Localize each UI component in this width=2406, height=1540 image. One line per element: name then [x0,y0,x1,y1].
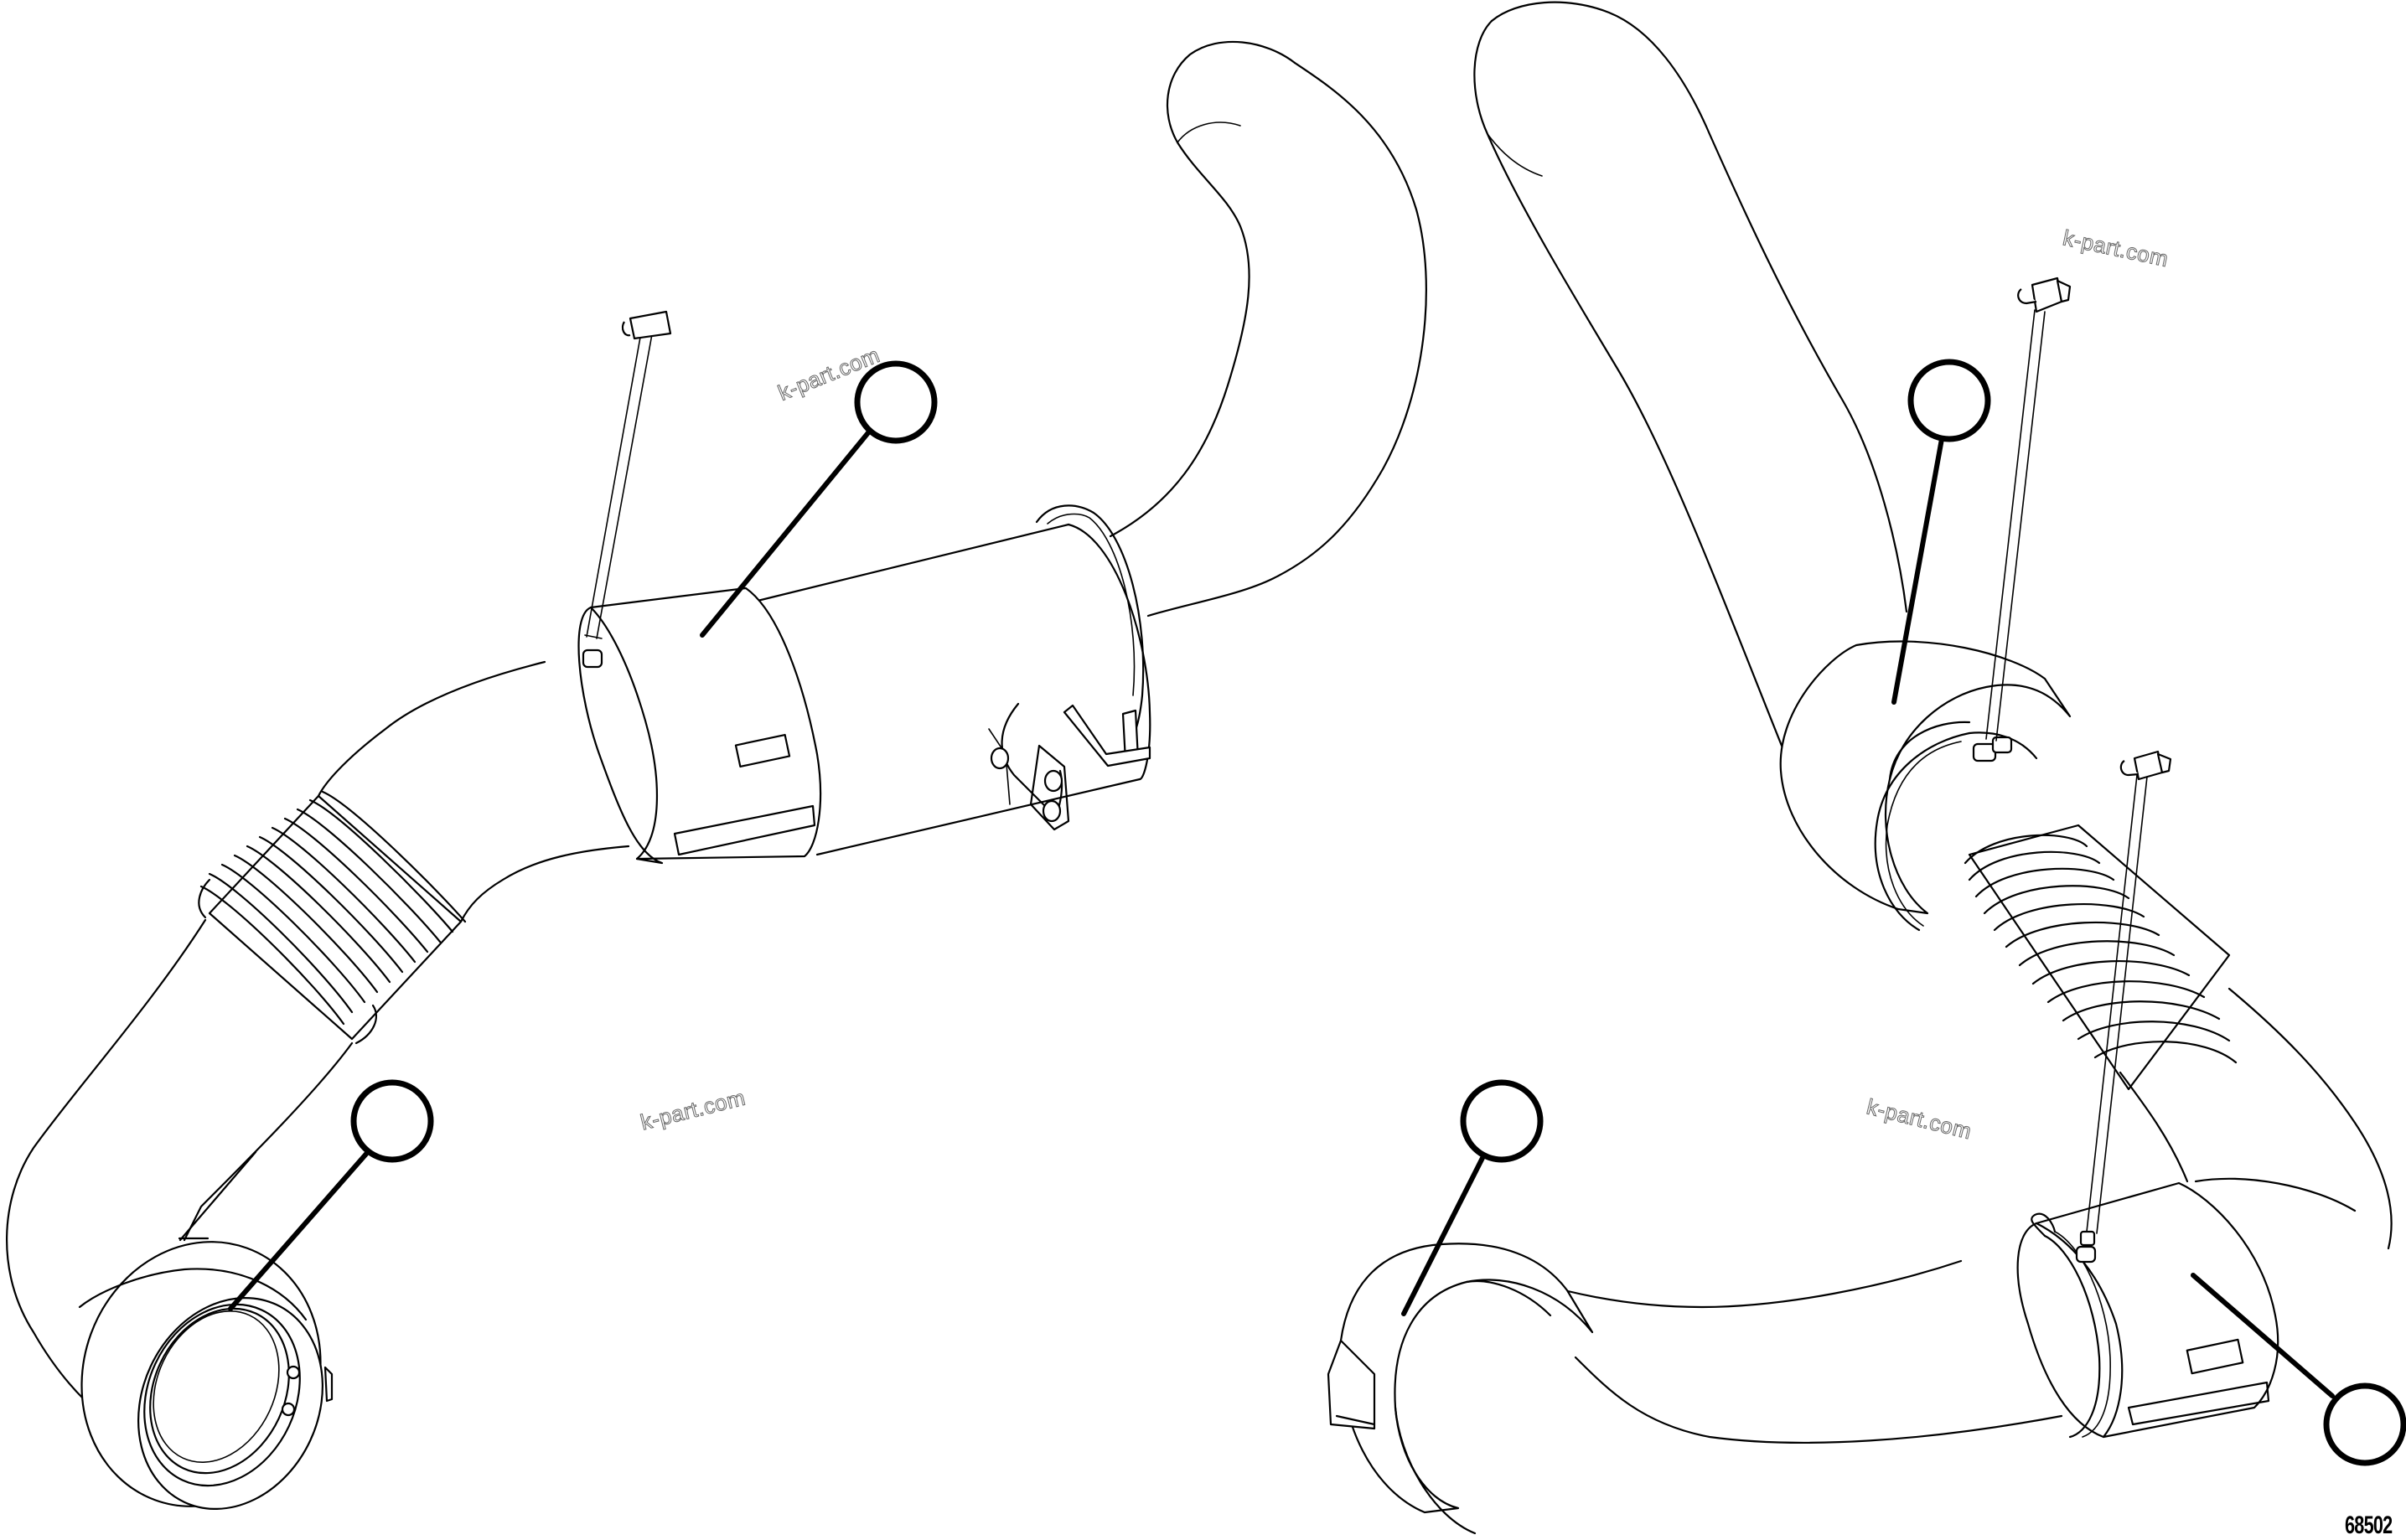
left-flex-bellows [198,790,467,1045]
callouts [228,359,2406,1466]
left-mid-pipe [317,660,630,923]
right-upper-clamp [1874,731,2038,932]
right-lower-clamp [2031,1212,2111,1439]
callout-5[interactable] [2191,1273,2406,1466]
callout-2[interactable] [228,1079,434,1311]
figure-number: 68502 [2345,1512,2393,1539]
right-upper-bend-pipe [1473,1,1908,756]
callout-3[interactable] [1891,359,1991,705]
callout-1[interactable] [700,360,938,638]
left-straight-pipe [753,523,1151,856]
right-outlet-sleeve [1327,1243,1594,1535]
left-upper-bend-pipe [1109,40,1427,618]
left-mounting-clamp [988,504,1151,831]
left-insulation-wrap [577,587,822,865]
right-exhaust-assembly [1327,1,2393,1535]
left-exhaust-assembly [6,40,1427,1510]
right-lower-bend-pipe [1532,987,2393,1444]
right-flex-bellows [1964,824,2238,1091]
left-sensor-tube [582,310,672,669]
left-lower-bend-pipe [6,918,354,1401]
right-upper-sensor-tube [1985,276,2072,742]
callout-4[interactable] [1401,1079,1544,1316]
left-outlet-sleeve [78,1241,334,1510]
right-lower-insulation-wrap [2016,1181,2279,1439]
right-lower-sensor-tube [2086,750,2172,1234]
